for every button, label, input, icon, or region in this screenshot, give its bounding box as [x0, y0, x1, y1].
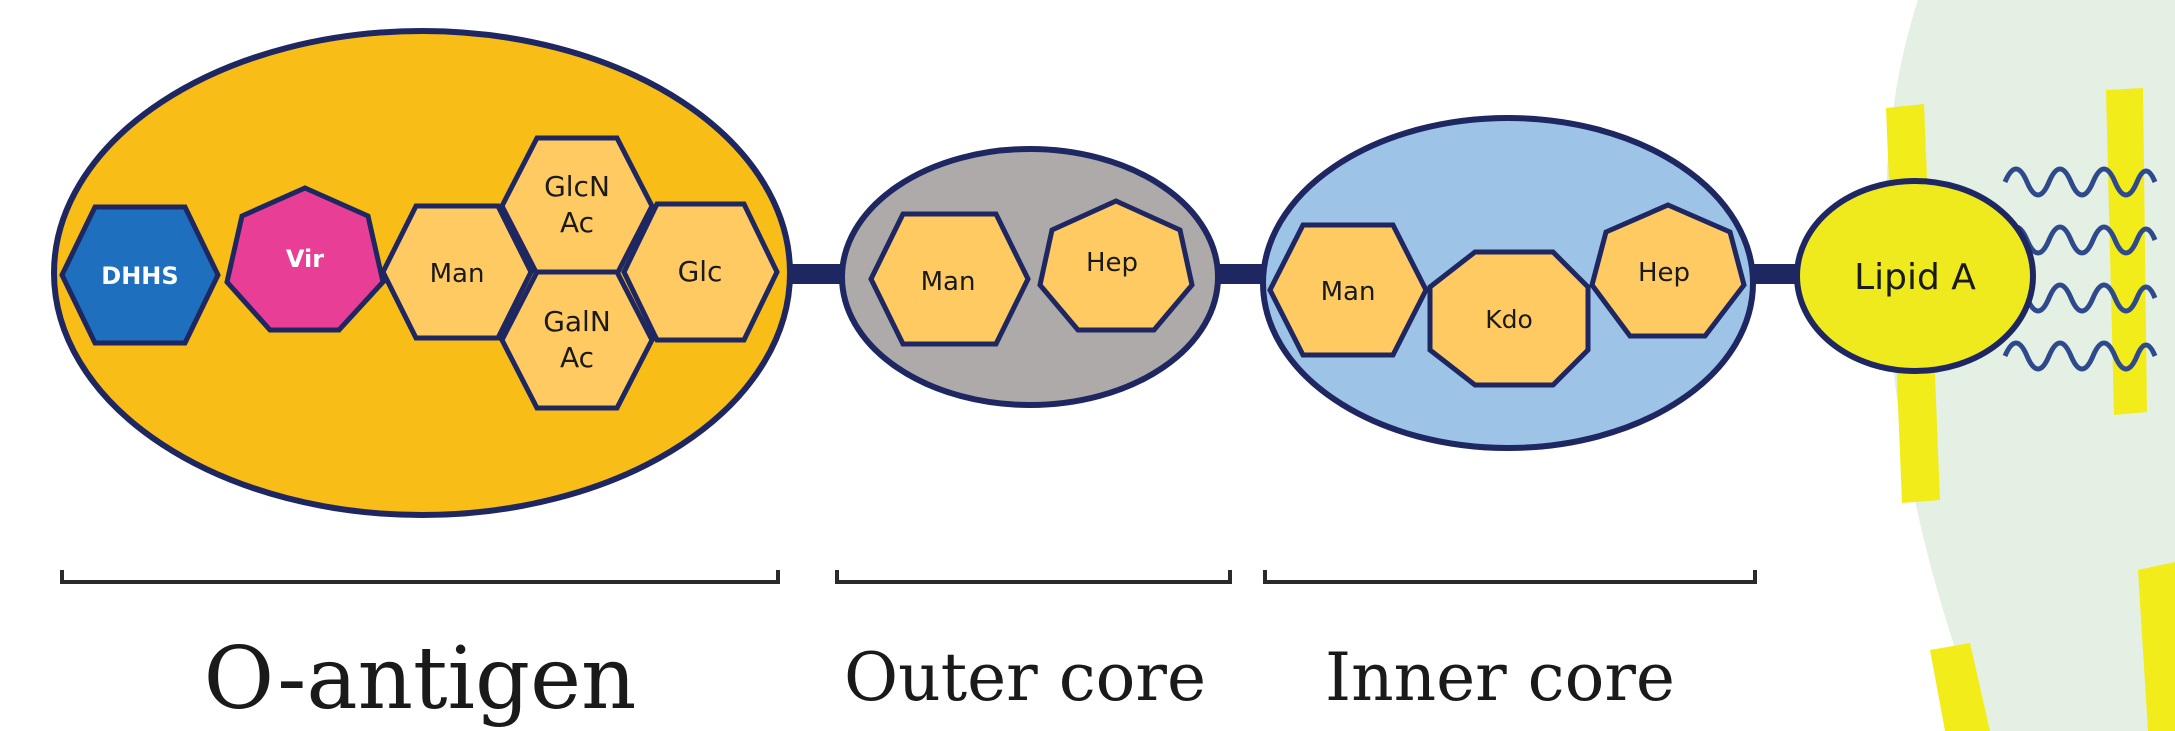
bracket-o-antigen	[60, 570, 780, 584]
sugar-glc-hexagon	[621, 201, 780, 343]
chain-link-1	[780, 264, 850, 284]
sugar-hep-label-outercore: Hep	[1086, 248, 1138, 278]
lipid-a-label: Lipid A	[1854, 257, 1976, 298]
sugar-galnac-label-line-2: Ac	[560, 341, 594, 374]
sugar-galnac-hexagon	[499, 269, 655, 411]
sugar-vir-heptagon	[224, 185, 386, 333]
sugar-hep-heptagon-outercore	[1037, 198, 1195, 333]
sugar-kdo-octagon	[1427, 249, 1591, 388]
chain-link-2	[1205, 264, 1270, 284]
bracket-outer-core	[835, 570, 1232, 584]
sugar-man-label-outercore: Man	[921, 267, 976, 297]
lipid-a-ellipse	[1794, 178, 2036, 374]
sugar-dhhs-hexagon	[59, 204, 221, 346]
sugar-man-hexagon-innercore	[1267, 222, 1429, 358]
sugar-man-label-oantigen: Man	[430, 259, 485, 289]
sugar-glc-label: Glc	[678, 255, 723, 288]
bracket-inner-core	[1263, 570, 1757, 584]
sugar-man-label-innercore: Man	[1321, 277, 1376, 307]
sugar-hep-label-innercore: Hep	[1638, 258, 1690, 288]
sugar-glcnac-label-line-2: Ac	[560, 206, 594, 239]
sugar-vir-label: Vir	[286, 245, 324, 273]
sugar-man-hexagon-oantigen	[380, 203, 534, 341]
sugar-man-hexagon-outercore	[868, 211, 1031, 347]
caption-o-antigen: O-antigen	[204, 629, 637, 729]
sugar-kdo-label: Kdo	[1485, 305, 1533, 334]
sugar-dhhs-label: DHHS	[101, 262, 178, 290]
sugar-galnac-label-line-1: GalN	[543, 305, 611, 338]
caption-outer-core: Outer core	[844, 639, 1206, 716]
sugar-glcnac-label-line-1: GlcN	[544, 170, 610, 203]
caption-inner-core: Inner core	[1325, 639, 1675, 716]
sugar-hep-heptagon-innercore	[1589, 202, 1747, 339]
